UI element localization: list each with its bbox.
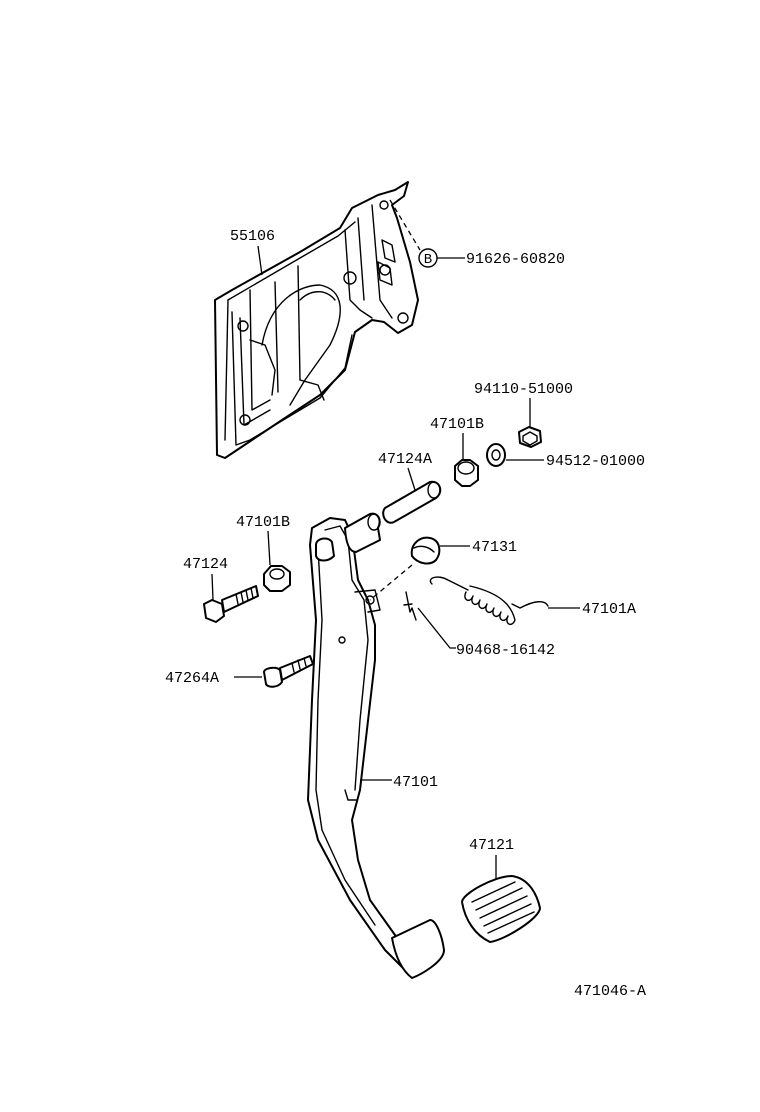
washer — [486, 443, 506, 467]
drawing-number: 471046-A — [574, 983, 646, 1000]
cushion — [410, 536, 441, 565]
return-spring — [429, 576, 549, 626]
nut — [518, 426, 542, 448]
label-collar-upper: 47124A — [378, 451, 432, 468]
leader-bolt — [211, 573, 214, 601]
stopper-bolt — [263, 655, 314, 688]
bushing-lower — [263, 565, 291, 592]
bracket-bolt-dash — [389, 199, 421, 251]
label-washer: 94512-01000 — [546, 453, 645, 470]
label-cushion: 47131 — [472, 539, 517, 556]
label-nut: 94110-51000 — [474, 381, 573, 398]
bolt-b-marker: B — [418, 248, 438, 268]
label-pedal-arm: 47101 — [393, 774, 438, 791]
label-bracket-bolt: 91626-60820 — [466, 251, 565, 268]
label-pedal-pad: 47121 — [469, 837, 514, 854]
label-bushing-lower: 47101B — [236, 514, 290, 531]
pedal-pad — [461, 875, 541, 943]
label-bolt: 47124 — [183, 556, 228, 573]
bolt-b-marker-letter: B — [424, 252, 432, 268]
bushing-upper — [454, 459, 479, 487]
bolt — [203, 585, 259, 623]
label-clip: 90468-16142 — [456, 642, 555, 659]
cushion-dash — [369, 564, 413, 601]
leader-collar-upper — [407, 467, 416, 491]
pedal-bracket — [214, 181, 419, 459]
leader-clip — [417, 607, 456, 649]
label-stopper-bolt: 47264A — [165, 670, 219, 687]
leader-bracket — [257, 245, 263, 276]
label-bushing-upper: 47101B — [430, 416, 484, 433]
label-bracket: 55106 — [230, 228, 275, 245]
leader-bushing-lower — [267, 530, 271, 566]
collar-upper — [382, 480, 442, 524]
clip — [403, 591, 417, 621]
pedal-arm — [307, 512, 445, 979]
label-return-spring: 47101A — [582, 601, 636, 618]
